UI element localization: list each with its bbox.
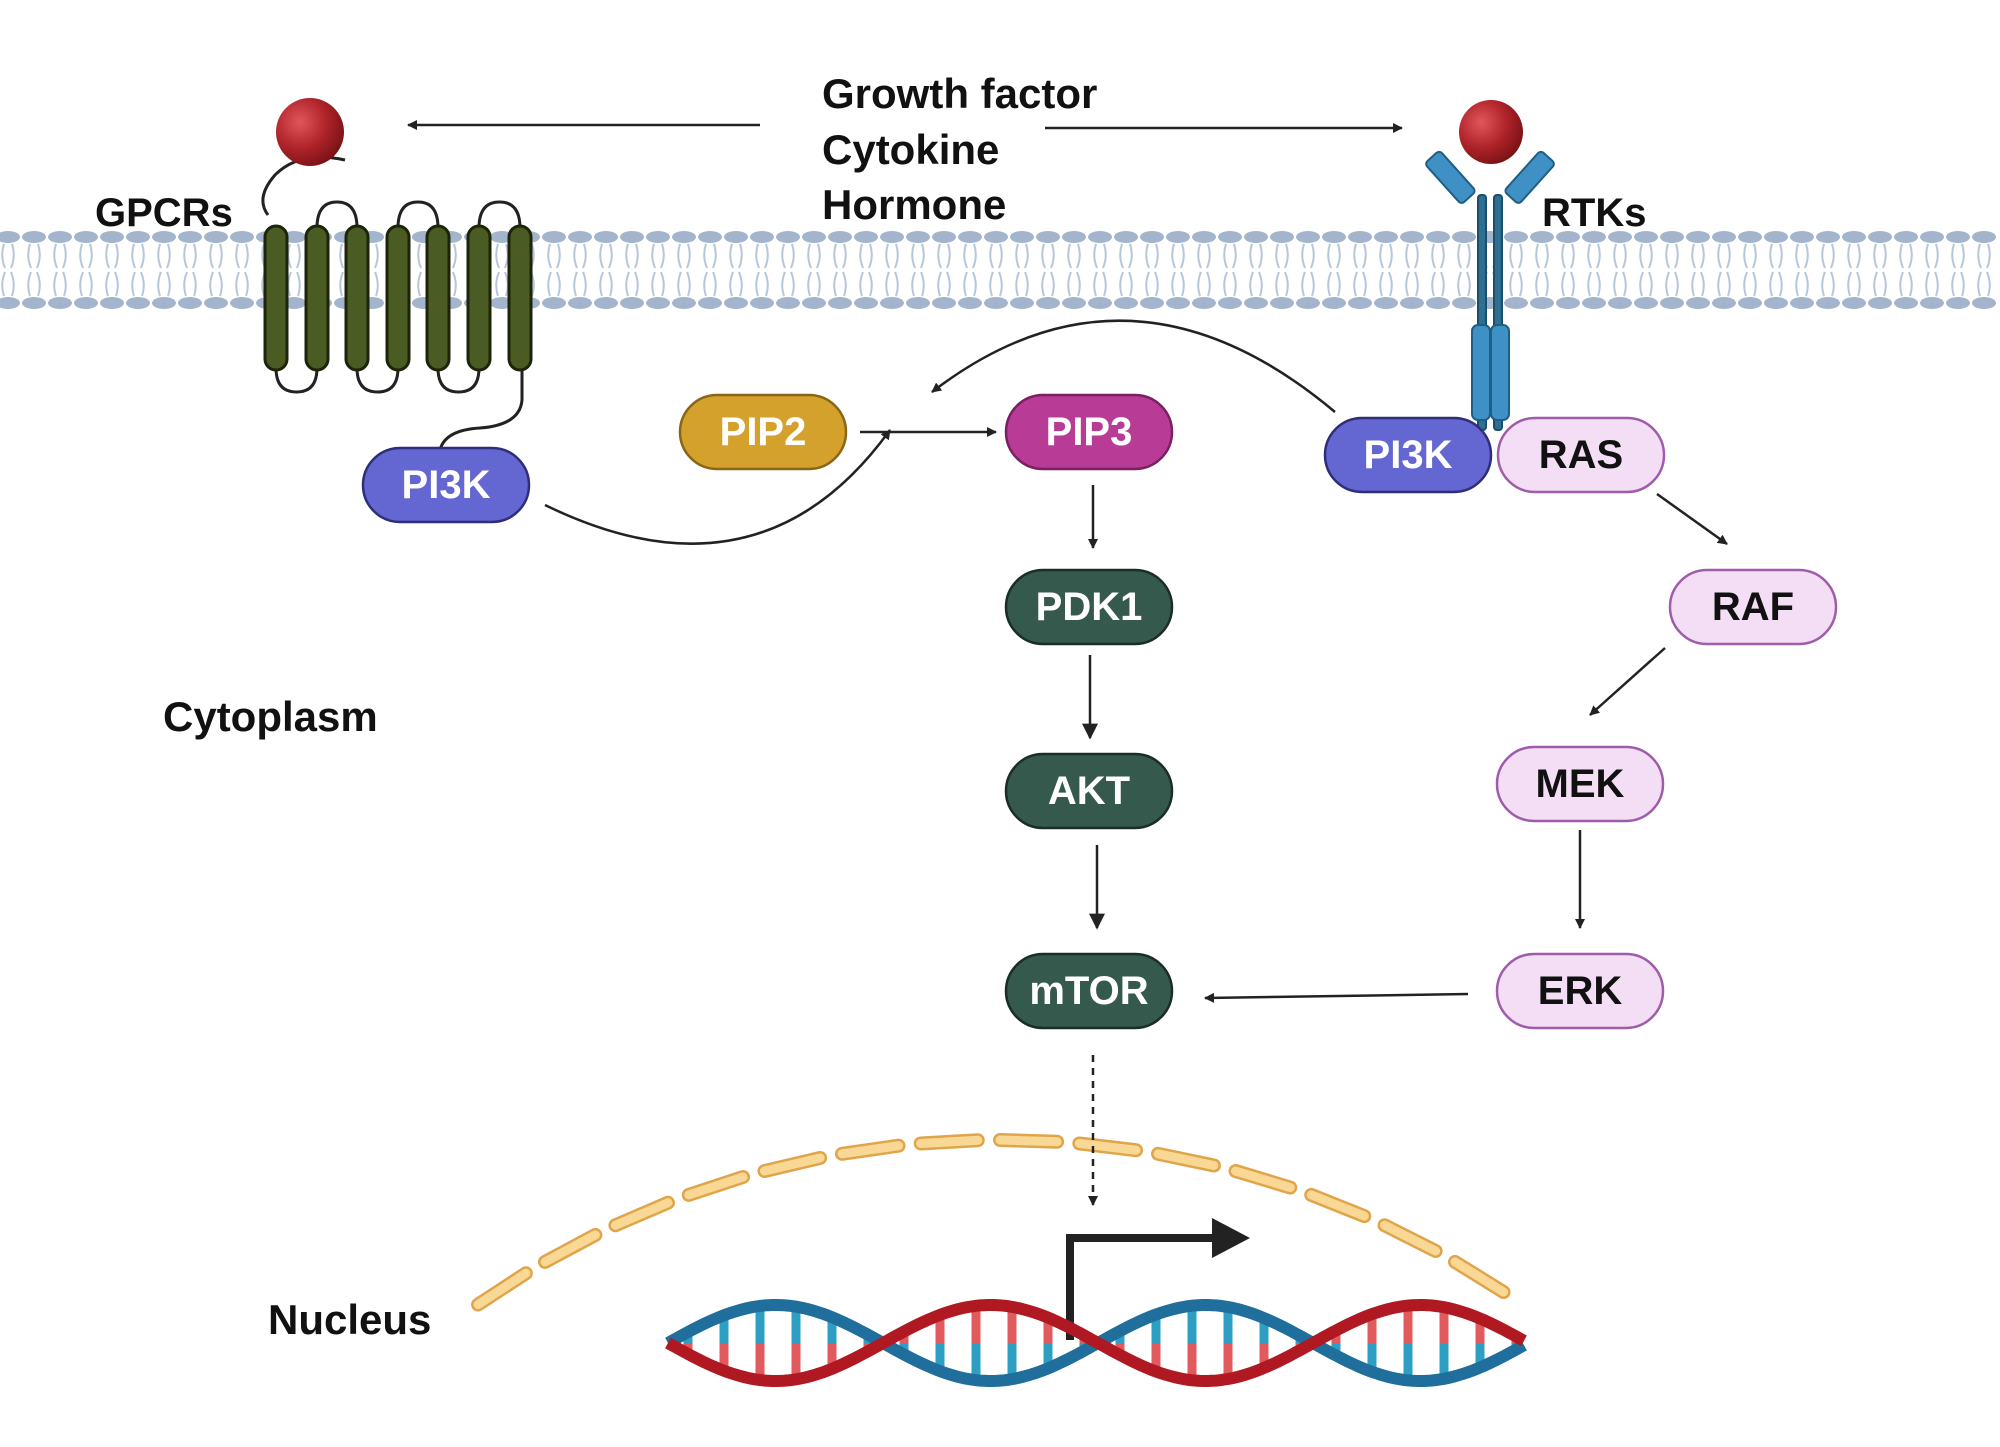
- akt-node: AKT: [1004, 752, 1174, 830]
- ras-label: RAS: [1539, 433, 1623, 477]
- arrow-pi3k-left-curve: [544, 429, 892, 545]
- rtks-label: RTKs: [1542, 191, 1646, 235]
- pi3k-right-node: PI3K: [1323, 416, 1493, 494]
- cytoplasm-label: Cytoplasm: [163, 693, 378, 740]
- ligand-hormone: Hormone: [822, 181, 1006, 228]
- pip2-node: PIP2: [678, 393, 848, 471]
- mek-label: MEK: [1536, 762, 1625, 806]
- gpcr-receptor: [261, 98, 533, 451]
- pi3k-left-node: PI3K: [361, 446, 531, 524]
- gpcrs-label: GPCRs: [95, 191, 233, 235]
- dna-helix: [665, 1299, 1527, 1387]
- nucleus-label: Nucleus: [268, 1296, 431, 1343]
- raf-node: RAF: [1668, 568, 1838, 646]
- ligand-ball-left: [276, 98, 344, 166]
- akt-label: AKT: [1048, 769, 1130, 813]
- arrow-raf-mek: [1589, 647, 1666, 716]
- mtor-node: mTOR: [1004, 952, 1174, 1030]
- pip3-node: PIP3: [1004, 393, 1174, 471]
- arrow-ras-raf: [1656, 492, 1728, 546]
- ligand-ball-right: [1459, 100, 1523, 164]
- pi3k-right-label: PI3K: [1364, 433, 1453, 477]
- mek-node: MEK: [1495, 745, 1665, 823]
- pip2-label: PIP2: [720, 410, 807, 454]
- pdk1-node: PDK1: [1004, 568, 1174, 646]
- arrows: [407, 120, 1728, 1340]
- arrow-erk-mtor: [1204, 992, 1469, 1003]
- ligand-cytokine: Cytokine: [822, 126, 999, 173]
- mtor-label: mTOR: [1029, 969, 1148, 1013]
- arrow-pi3k-right-curve: [931, 319, 1336, 413]
- ras-node: RAS: [1496, 416, 1666, 494]
- transcription-arrowhead: [1212, 1218, 1250, 1258]
- erk-label: ERK: [1538, 969, 1623, 1013]
- ligand-growth-factor: Growth factor: [822, 70, 1097, 117]
- nuclear-envelope: [471, 1133, 1511, 1312]
- pi3k-left-label: PI3K: [402, 463, 491, 507]
- pip3-label: PIP3: [1046, 410, 1133, 454]
- rtk-receptor: [1425, 100, 1555, 431]
- raf-label: RAF: [1712, 585, 1794, 629]
- cell-membrane: [0, 231, 1996, 309]
- transcription-start-arrow: [1066, 1234, 1215, 1340]
- pdk1-label: PDK1: [1036, 585, 1143, 629]
- erk-node: ERK: [1495, 952, 1665, 1030]
